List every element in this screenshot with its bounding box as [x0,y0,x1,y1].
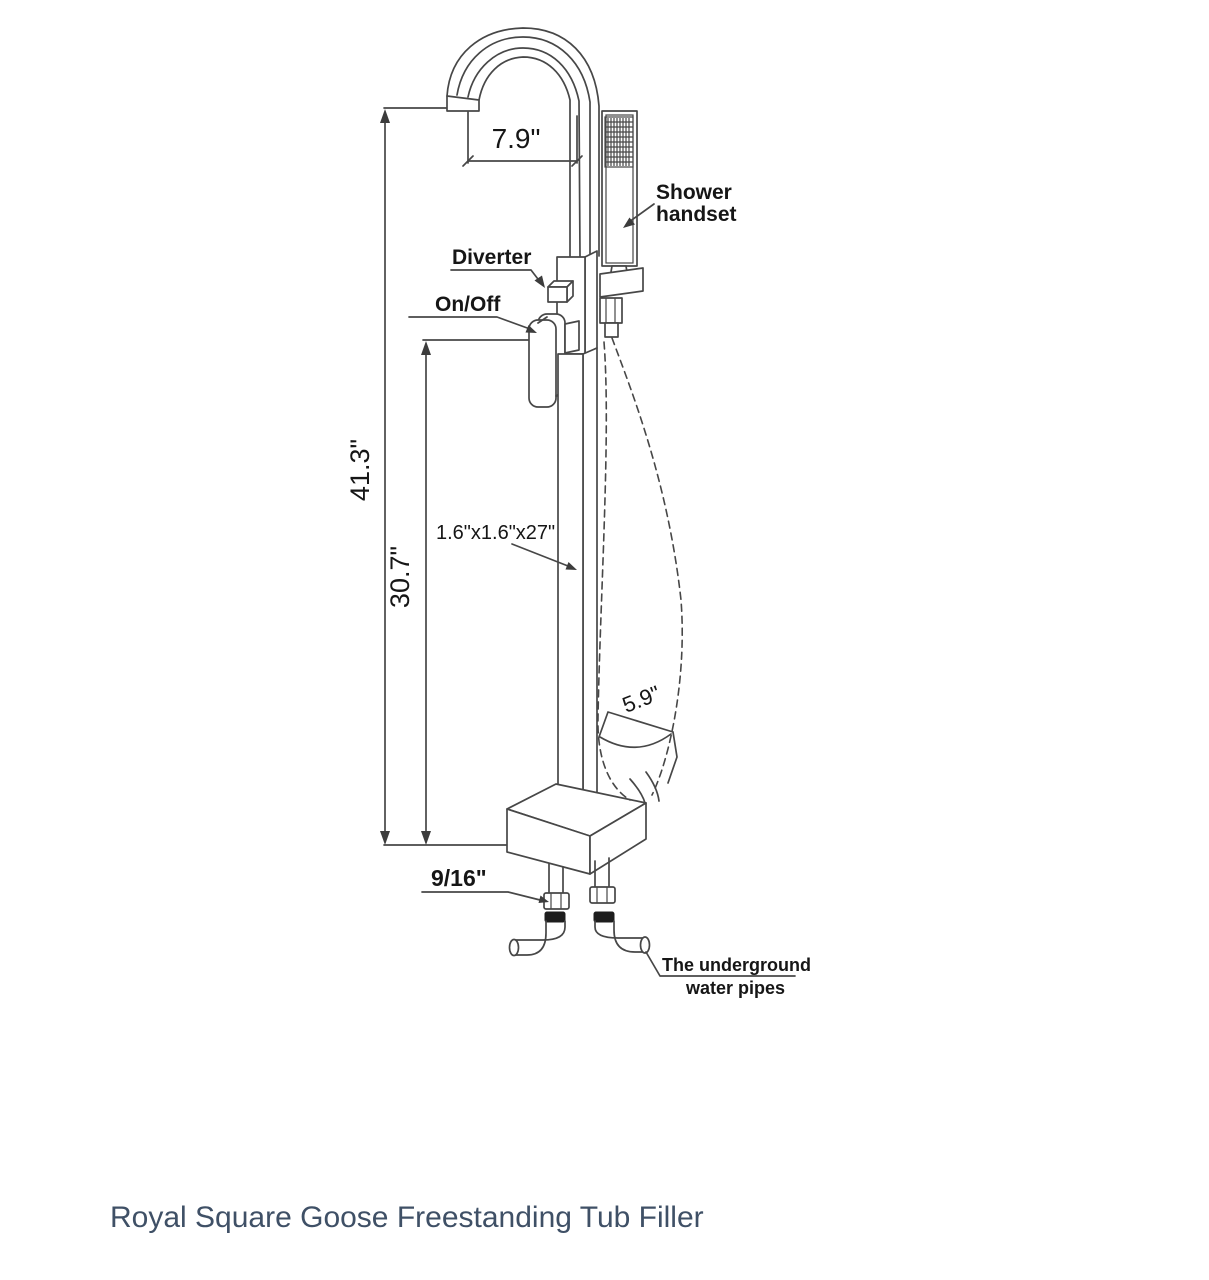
shower-handset-label-line2: handset [656,203,737,226]
connector-size-callout: 9/16" [421,865,549,903]
left-elbow-pipe [508,911,566,957]
base-depth-dimension: 5.9" [598,681,678,784]
on-off-label: On/Off [435,293,501,316]
base-plate [506,783,647,875]
connector-size-label: 9/16" [431,865,487,891]
overall-height-label: 41.3" [345,439,375,501]
diverter-knob [547,280,574,303]
column-size-callout: 1.6"x1.6"x27" [436,522,577,570]
base-depth-label: 5.9" [619,681,664,718]
gooseneck-spout [446,27,600,257]
spout-reach-dimension: 7.9" [462,111,583,167]
supply-tubes [543,857,616,910]
diverter-callout: Diverter [450,246,545,288]
on-off-callout: On/Off [408,293,537,333]
spout-reach-label: 7.9" [492,123,541,154]
underground-pipes-callout: The underground water pipes [645,951,811,998]
shower-hose [597,337,684,804]
handset-holder-bracket [599,267,644,298]
shower-handset-callout: Shower handset [623,181,737,228]
column-size-label: 1.6"x1.6"x27" [436,522,555,544]
underground-pipes [508,911,651,957]
shower-handset-label-line1: Shower [656,181,732,204]
spray-face [604,116,634,168]
diverter-label: Diverter [452,246,531,269]
handle-height-dimension: 30.7" [385,339,541,845]
shower-handset [599,110,644,338]
overall-height-dimension: 41.3" [345,107,508,846]
hose-connector-nut [599,297,623,338]
underground-pipes-label-line1: The underground [662,955,811,975]
underground-pipes-label-line2: water pipes [685,978,785,998]
spout-outlet [446,95,480,112]
spout-column [557,347,598,813]
right-elbow-pipe [593,911,651,954]
product-title: Royal Square Goose Freestanding Tub Fill… [110,1201,704,1234]
handle-height-label: 30.7" [385,546,415,608]
